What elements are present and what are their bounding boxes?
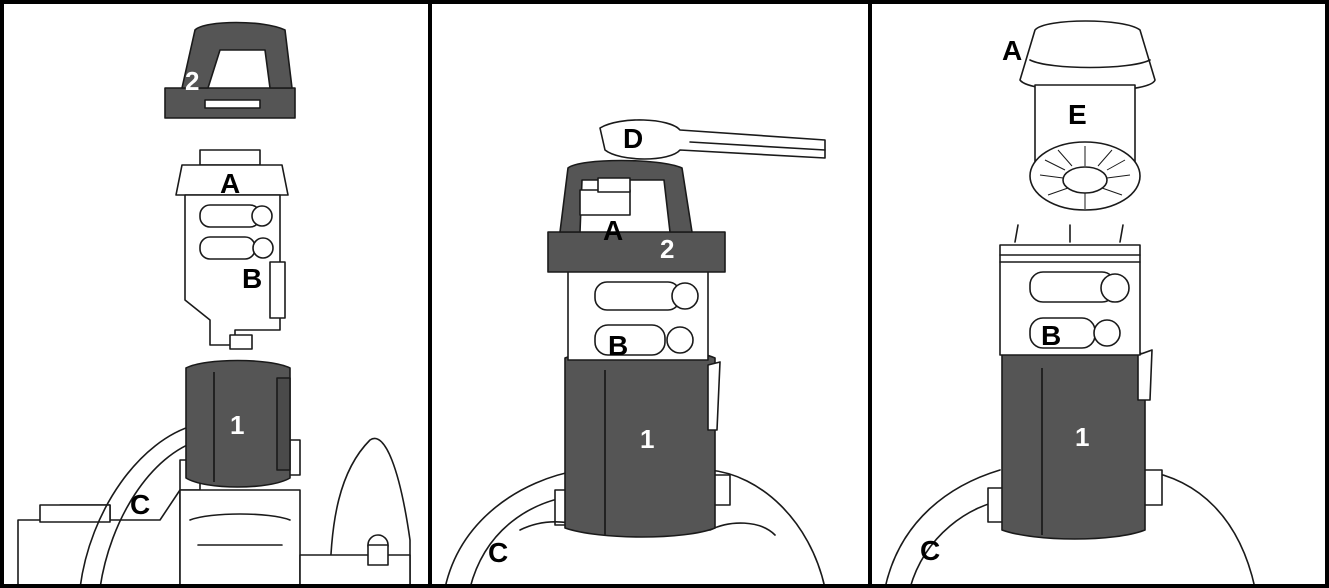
panel-frame xyxy=(0,0,1329,588)
instruction-figure: 2 A B C 1 xyxy=(0,0,1329,588)
